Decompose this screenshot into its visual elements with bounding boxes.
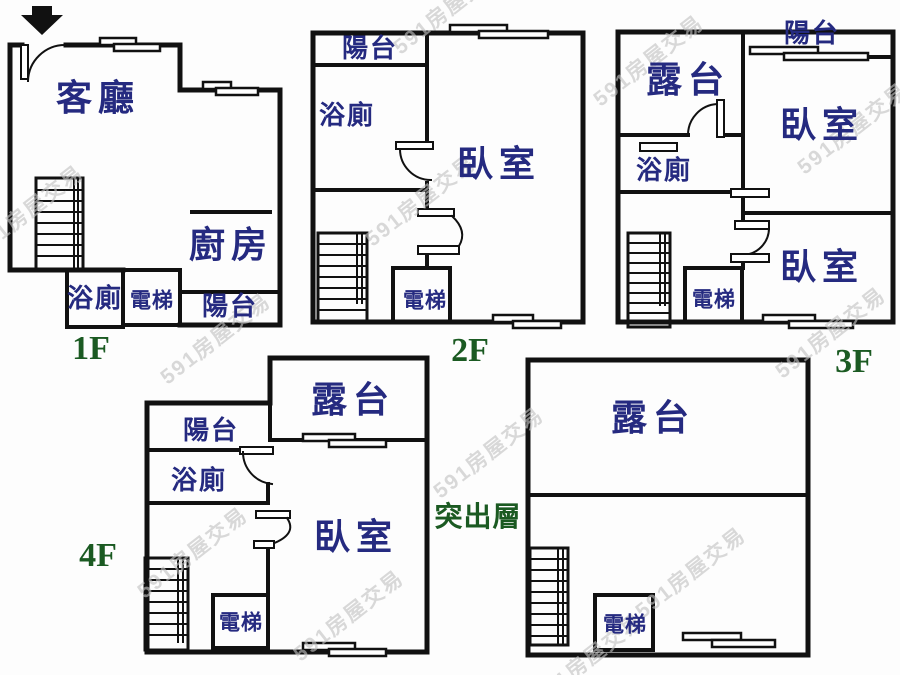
room-label-bedroom-2f: 臥室 <box>456 143 542 184</box>
stairs-2f <box>316 231 369 325</box>
window <box>448 23 563 330</box>
room-label-balcony-4f: 陽台 <box>182 415 240 445</box>
plan-3f <box>615 29 896 330</box>
floor-label-1f: 1F <box>72 330 110 367</box>
bath-door-4f <box>239 446 274 486</box>
stairs-roof <box>528 546 570 647</box>
room-label-elevator-2f: 電梯 <box>403 289 447 313</box>
room-label-living-1f: 客廳 <box>55 77 141 118</box>
floor-label-roof: 突出層 <box>434 502 522 533</box>
room-label-elevator-roof: 電梯 <box>603 613 647 637</box>
room-label-terrace-4f: 露台 <box>310 379 396 420</box>
room-label-bath-4f: 浴廁 <box>170 465 228 495</box>
room-label-bath-2f: 浴廁 <box>318 100 376 130</box>
stairs-1f <box>34 176 85 272</box>
elevator-shaft-1f <box>121 268 182 327</box>
room-label-elevator-1f: 電梯 <box>130 289 174 313</box>
room-label-balcony-1f: 陽台 <box>201 291 259 321</box>
elevator-shaft-3f <box>683 266 744 324</box>
window <box>681 631 777 649</box>
window <box>301 432 388 658</box>
plan-roof-level <box>525 357 811 658</box>
room-label-bedroom2-3f: 臥室 <box>779 246 865 287</box>
room-label-balcony-2f: 陽台 <box>341 33 399 63</box>
elevator-shaft-roof <box>593 593 655 652</box>
window <box>748 45 870 330</box>
room-label-elevator-3f: 電梯 <box>692 288 736 312</box>
room-label-terrace-3f: 露台 <box>645 59 731 100</box>
plan-1f <box>7 6 283 329</box>
plan-2f <box>310 23 586 330</box>
terrace-door-3f <box>686 99 725 138</box>
entry-door <box>20 43 67 83</box>
room-label-bedroom1-3f: 臥室 <box>779 104 865 145</box>
floor-label-3f: 3F <box>835 343 873 380</box>
stairs-4f <box>143 556 190 652</box>
floor-label-4f: 4F <box>79 537 117 574</box>
entry-arrow-icon <box>21 6 63 35</box>
plan-4f <box>143 355 430 658</box>
room-label-bath-3f: 浴廁 <box>635 155 693 185</box>
floor-label-2f: 2F <box>451 332 489 369</box>
bedroom-door-3f <box>730 188 771 263</box>
bath-door-2f <box>395 141 434 182</box>
bedroom-door-4f <box>253 510 292 549</box>
room-label-elevator-4f: 電梯 <box>219 611 263 635</box>
elevator-shaft-2f <box>391 266 452 324</box>
room-label-kitchen-1f: 廚房 <box>188 224 274 265</box>
room-label-bedroom-4f: 臥室 <box>313 516 399 557</box>
room-label-balcony-3f: 陽台 <box>783 18 841 48</box>
room-label-bath-1f: 浴廁 <box>66 283 124 313</box>
stairs-3f <box>626 231 672 329</box>
bedroom-door-2f <box>417 208 464 255</box>
bath-sink-3f <box>639 142 678 152</box>
elevator-shaft-4f <box>211 593 270 650</box>
window <box>98 36 260 97</box>
room-label-terrace-roof: 露台 <box>610 397 696 438</box>
